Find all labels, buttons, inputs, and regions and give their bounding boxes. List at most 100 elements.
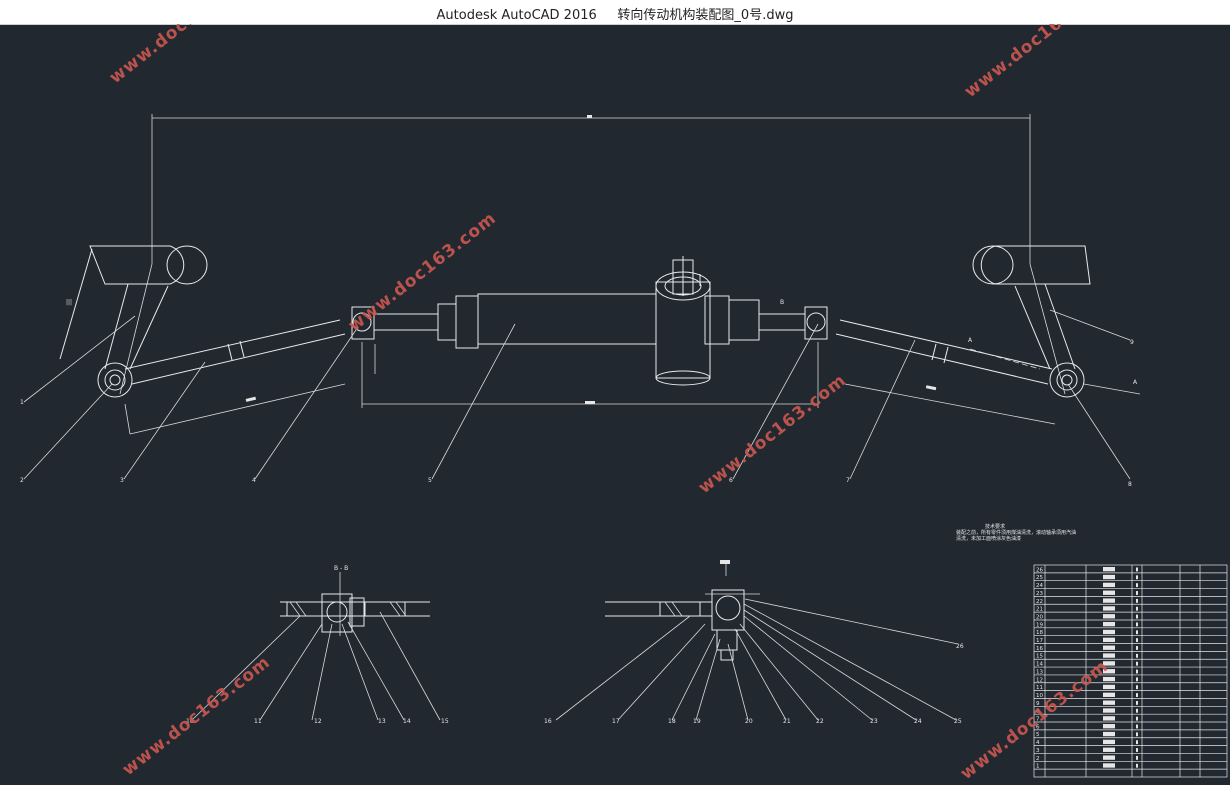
part-label-5: 5 [428,477,432,484]
section-label-b: B [780,299,784,306]
bom-row-qty [1136,591,1138,595]
bom-row-number: 18 [1036,630,1043,636]
bom-row-qty [1136,716,1138,721]
bom-row-name [1103,700,1115,705]
part-label-13: 13 [378,718,386,725]
bom-row-qty [1136,583,1138,588]
bom-row-name [1103,590,1115,595]
part-label-7: 7 [846,477,850,484]
tech-notes-line2: 清洗，未加工面喷涂灰色油漆 [956,535,1021,542]
bom-row-number: 23 [1036,591,1043,597]
part-label-24: 24 [914,718,922,725]
bom-row-qty [1136,638,1138,643]
bom-row-name [1103,653,1115,658]
bom-row-name [1103,629,1115,635]
main-assembly-view: ||| [23,114,1141,480]
watermark-4: www.doc163.com [695,370,851,498]
bom-row-name [1103,716,1115,721]
tech-notes-line1: 装配之前，所有零件须用煤油清洗，滚动轴承须用汽油 [956,529,1076,536]
bom-row-number: 10 [1036,693,1043,699]
bom-row-name [1103,724,1115,729]
bom-row-name [1103,574,1115,580]
bom-row-name [1103,614,1115,619]
bom-row-number: 20 [1036,614,1043,620]
bom-row-name [1103,731,1115,737]
bom-row-number: 4 [1036,740,1040,746]
watermarks: www.doc163.com www.doc163.com www.doc163… [106,0,1117,784]
section-bb-view: B - B [191,565,441,721]
svg-text:A: A [968,337,973,344]
bom-row-qty [1136,661,1138,666]
bom-row-name [1103,661,1115,666]
bom-row-qty [1136,748,1138,752]
bom-row-qty [1136,708,1138,713]
bom-row-name [1103,747,1115,752]
part-label-14: 14 [403,718,411,725]
bom-row-number: 2 [1036,756,1040,762]
watermark-2: www.doc163.com [961,24,1117,102]
bom-row-number: 16 [1036,646,1043,652]
section-label-bb: B - B [334,565,348,572]
bom-row-number: 19 [1036,622,1043,628]
bom-row-number: 11 [1036,685,1043,691]
bom-row-qty [1136,732,1138,737]
part-label-21: 21 [783,718,791,725]
technical-requirements: 技术要求 装配之前，所有零件须用煤油清洗，滚动轴承须用汽油 清洗，未加工面喷涂灰… [956,523,1076,542]
part-label-6: 6 [729,477,733,484]
bom-row-number: 15 [1036,654,1043,660]
part-label-20: 20 [745,718,753,725]
part-label-2: 2 [20,477,24,484]
bom-row-qty [1136,567,1138,572]
title-block: 2625242322212019181716151413121110987654… [1033,564,1228,778]
part-label-26: 26 [956,643,964,650]
bom-row-number: 7 [1036,717,1040,723]
bom-row-name [1103,606,1115,611]
part-label-23: 23 [870,718,878,725]
bom-row-number: 6 [1036,724,1040,730]
bom-row-qty [1136,740,1138,745]
bom-row-name [1103,763,1115,768]
bom-row-number: 1 [1036,764,1040,770]
bom-row-number: 21 [1036,607,1043,613]
part-label-22: 22 [816,718,824,725]
part-label-10: 10 [186,718,194,725]
bom-row-qty [1136,575,1138,580]
bom-row-name [1103,621,1115,627]
bom-row-number: 13 [1036,669,1043,675]
bom-row-name [1103,755,1115,760]
bom-row-number: 5 [1036,732,1040,738]
part-label-8: 8 [1128,481,1132,488]
bom-row-name [1103,582,1115,588]
watermark-1: www.doc163.com [106,24,262,88]
bom-row-name [1103,739,1115,745]
bom-row-qty [1136,614,1138,619]
section-a-view [555,560,959,721]
bom-row-qty [1136,677,1138,682]
bom-row-qty [1136,630,1138,635]
bom-row-name [1103,645,1115,650]
tech-notes-heading: 技术要求 [985,523,1005,530]
bom-row-number: 25 [1036,575,1043,581]
bom-row-qty [1136,763,1138,768]
bom-row-qty [1136,653,1138,658]
bom-row-name [1103,708,1115,713]
bom-row-name [1103,676,1115,682]
bom-row-qty [1136,646,1138,650]
watermark-3: www.doc163.com [345,208,501,336]
bom-row-number: 22 [1036,599,1043,605]
part-label-15: 15 [441,718,449,725]
bom-row-qty [1136,755,1138,760]
window-title: Autodesk AutoCAD 2016 转向传动机构装配图_0号.dwg [436,8,794,23]
bom-row-qty [1136,669,1138,674]
bom-row-number: 9 [1036,701,1040,707]
svg-text:A: A [1133,379,1138,386]
part-label-17: 17 [612,718,620,725]
part-label-3: 3 [120,477,124,484]
bom-row-name [1103,637,1115,643]
bom-row-number: 14 [1036,662,1043,668]
bom-row-qty [1136,693,1138,697]
bom-row-name [1103,692,1115,697]
bom-row-number: 17 [1036,638,1043,644]
